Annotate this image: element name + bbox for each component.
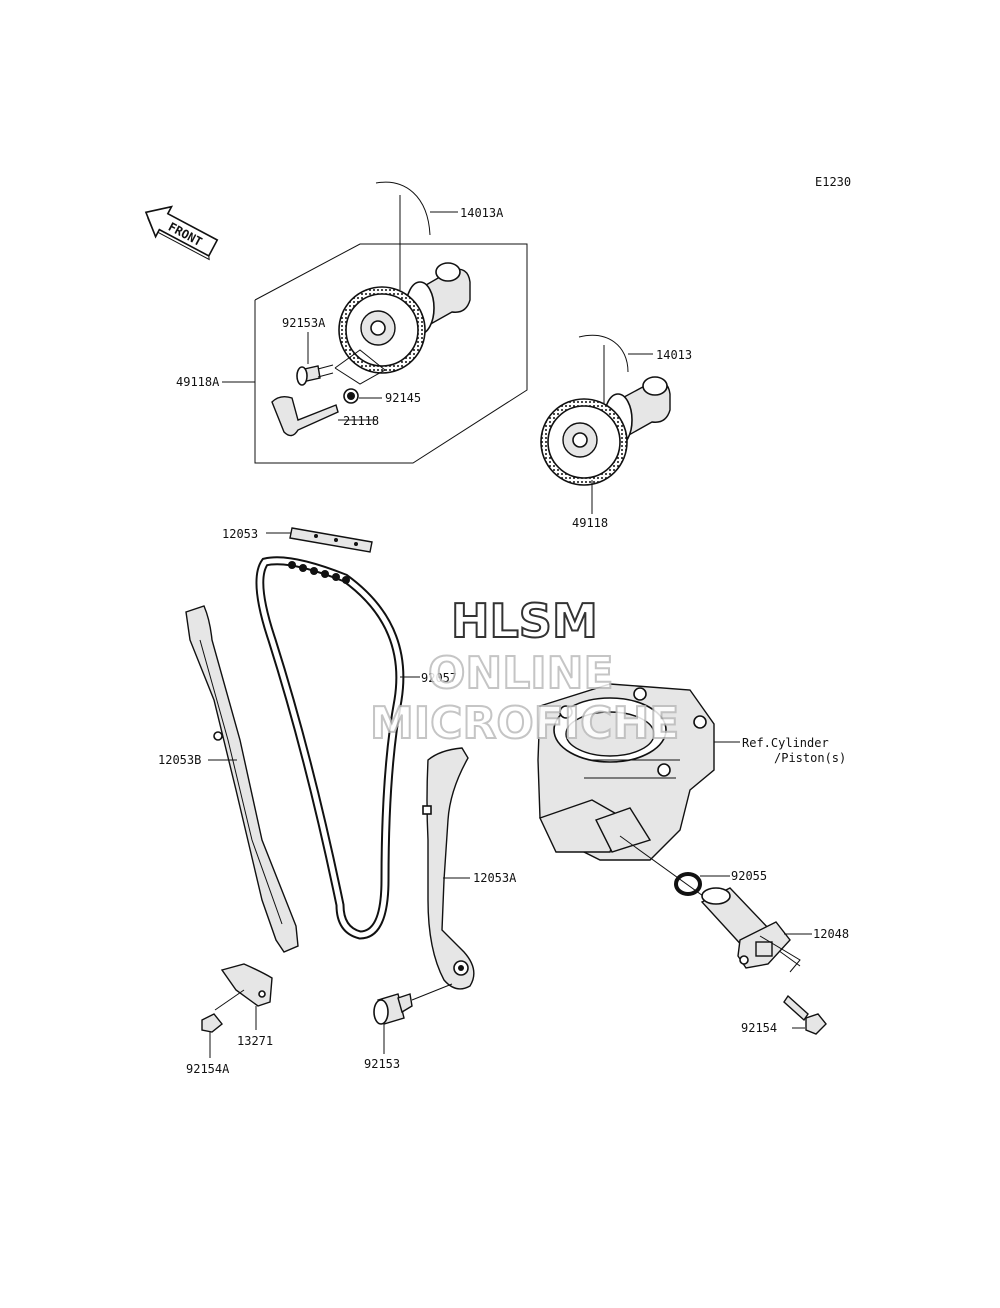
chain-guide-12053 (266, 527, 373, 553)
label-ref-piston: /Piston(s) (774, 751, 846, 765)
cam-chain-92057 (255, 556, 420, 940)
camshaft-assembly-49118A (222, 181, 528, 464)
label-14013A: 14013A (460, 206, 504, 220)
label-21118: 21118 (343, 414, 379, 428)
label-12053B: 12053B (158, 753, 201, 767)
label-92057: 92057 (421, 671, 457, 685)
label-92145: 92145 (385, 391, 421, 405)
bolt-92153 (373, 983, 453, 1054)
group-bracket (254, 243, 528, 464)
cam-cap-arc-14013 (578, 334, 629, 373)
label-92153A: 92153A (282, 316, 326, 330)
label-ref-cylinder: Ref.Cylinder (742, 736, 829, 750)
watermark-line-1: HLSM (451, 594, 598, 648)
watermark-line-2: ONLINE (428, 648, 614, 699)
watermark-line-3: MICROFICHE (370, 698, 679, 749)
label-92055: 92055 (731, 869, 767, 883)
cam-cap-arc-14013A (375, 181, 431, 236)
chain-guide-12053B (185, 605, 299, 953)
tensioner-guide-12053A (422, 747, 475, 990)
label-49118: 49118 (572, 516, 608, 530)
label-12048: 12048 (813, 927, 849, 941)
watermark: HLSM ONLINE MICROFICHE (369, 593, 680, 750)
chain-tensioner-12048 (700, 887, 812, 973)
label-12053A: 12053A (473, 871, 517, 885)
o-ring-92055 (674, 872, 730, 896)
bolt-92154A (201, 1013, 223, 1058)
bracket-13271 (214, 963, 273, 1030)
label-13271: 13271 (237, 1034, 273, 1048)
diagram-code: E1230 (815, 175, 851, 189)
label-92154A: 92154A (186, 1062, 230, 1076)
label-12053: 12053 (222, 527, 258, 541)
camshaft-49118 (540, 334, 671, 514)
label-14013: 14013 (656, 348, 692, 362)
label-92153: 92153 (364, 1057, 400, 1071)
label-92154: 92154 (741, 1021, 777, 1035)
bolt-92154 (783, 994, 827, 1035)
front-arrow-icon: FRONT (144, 205, 219, 261)
cylinder-reference (537, 683, 740, 861)
label-49118A: 49118A (176, 375, 220, 389)
